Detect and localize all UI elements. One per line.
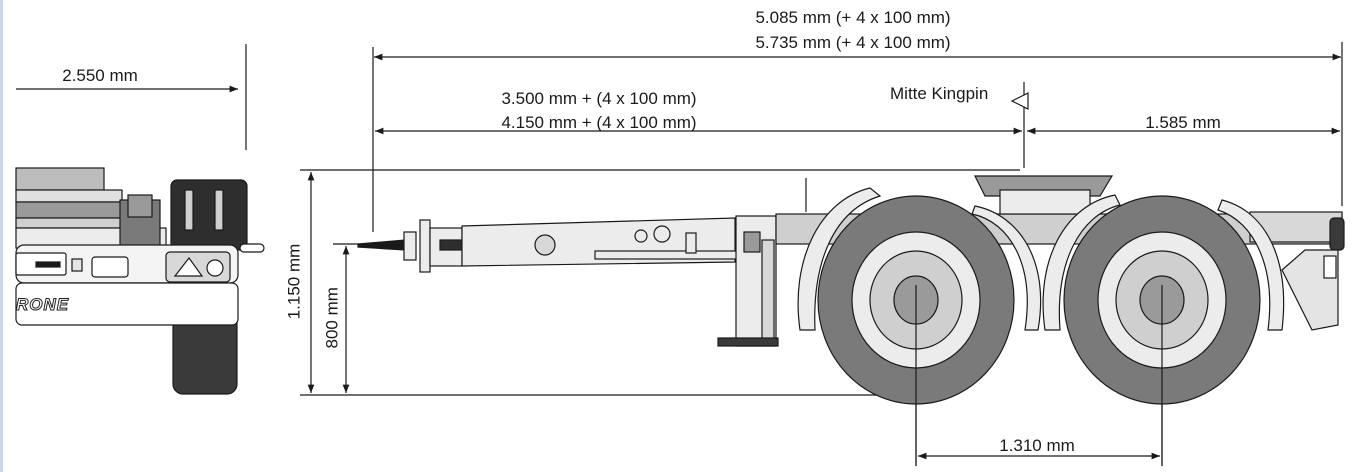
overall-length-label-2: 5.735 mm (+ 4 x 100 mm) <box>755 33 951 52</box>
front-view <box>15 167 265 395</box>
kingpin-distance-label-1: 3.500 mm + (4 x 100 mm) <box>501 89 697 108</box>
frame-height-label: 1.150 mm <box>284 243 304 320</box>
width-label: 2.550 mm <box>62 66 138 85</box>
dimension-lines <box>16 42 1343 466</box>
axle-spacing-label: 1.310 mm <box>999 436 1075 455</box>
overall-length-label-1: 5.085 mm (+ 4 x 100 mm) <box>755 8 951 27</box>
fender-mid-2 <box>1042 194 1121 331</box>
kingpin-distance-label-2: 4.150 mm + (4 x 100 mm) <box>501 113 697 132</box>
coupling-height-label: 800 mm <box>322 287 342 349</box>
page-left-border <box>0 0 3 472</box>
fender-rear <box>1217 199 1285 331</box>
side-view-trailer <box>357 175 1345 405</box>
front-support-box <box>170 179 248 251</box>
fender-mid <box>971 205 1042 331</box>
coupling-eye <box>357 239 406 251</box>
kingpin-marker-icon <box>1010 92 1029 110</box>
front-brand-panel <box>15 282 239 326</box>
rear-overhang-label: 1.585 mm <box>1145 113 1221 132</box>
fender-front <box>797 187 882 331</box>
kingpin-label: Mitte Kingpin <box>890 84 989 103</box>
front-brand-label: RONE <box>15 295 70 314</box>
